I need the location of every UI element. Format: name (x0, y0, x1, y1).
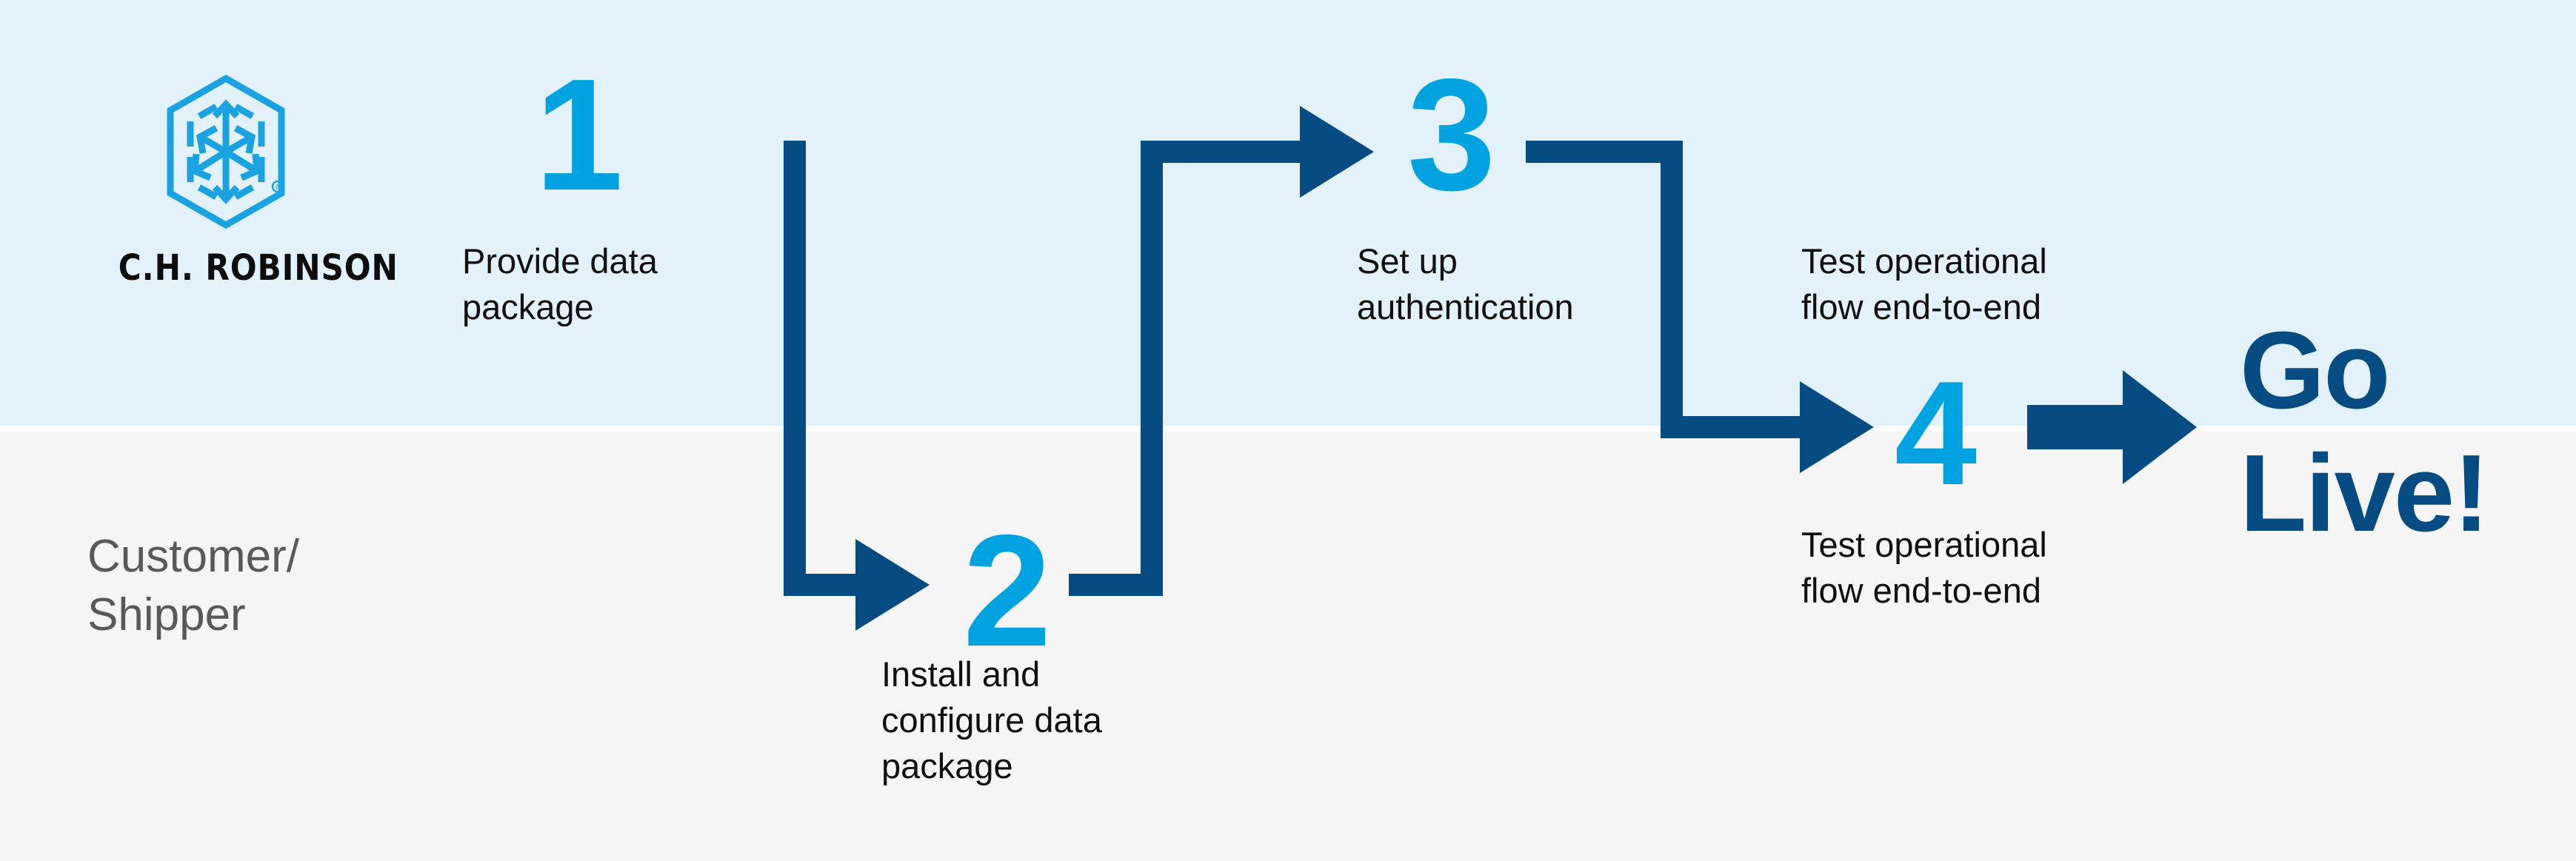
brand-logo-block: R C.H. ROBINSON (104, 74, 398, 289)
step-number-3: 3 (1407, 45, 1496, 224)
lane-band-top (0, 0, 2576, 426)
step-caption-2-line-3: package (881, 746, 1013, 786)
step-caption-2: Install and configure data package (881, 651, 1178, 789)
step-caption-1-line-1: Provide data (462, 241, 658, 281)
registered-mark-icon (271, 180, 284, 193)
step-caption-top-right-line-1: Test operational (1801, 241, 2047, 281)
brand-wordmark: C.H. ROBINSON (118, 247, 398, 289)
step-number-2: 2 (963, 501, 1052, 680)
lane-label-customer-shipper: Customer/ Shipper (87, 527, 428, 645)
step-caption-top-right-line-2: flow end-to-end (1801, 287, 2041, 327)
step-caption-1-line-2: package (462, 287, 594, 327)
step-caption-1: Provide data package (462, 238, 773, 330)
step-caption-4-line-2: flow end-to-end (1801, 571, 2041, 611)
step-caption-3-line-1: Set up (1357, 241, 1458, 281)
lane-band-bottom (0, 432, 2576, 861)
step-caption-3-line-2: authentication (1357, 287, 1574, 327)
step-caption-top-right: Test operational flow end-to-end (1801, 238, 2098, 330)
ch-robinson-hexagon-arrows-logo-icon: R (167, 74, 285, 230)
step-caption-2-line-1: Install and (881, 654, 1041, 694)
svg-text:R: R (276, 184, 280, 192)
go-live-line-1: Go (2240, 309, 2391, 432)
step-number-1: 1 (535, 45, 624, 224)
go-live-outcome-label: Go Live! (2240, 309, 2558, 555)
step-caption-2-line-2: configure data (881, 700, 1102, 740)
lane-label-line-1: Customer/ (87, 531, 299, 582)
step-caption-4-line-1: Test operational (1801, 525, 2047, 564)
go-live-line-2: Live! (2240, 432, 2489, 555)
step-number-4: 4 (1895, 351, 1977, 516)
step-caption-3: Set up authentication (1357, 238, 1675, 330)
step-caption-4: Test operational flow end-to-end (1801, 522, 2098, 614)
lane-label-line-2: Shipper (87, 589, 246, 641)
